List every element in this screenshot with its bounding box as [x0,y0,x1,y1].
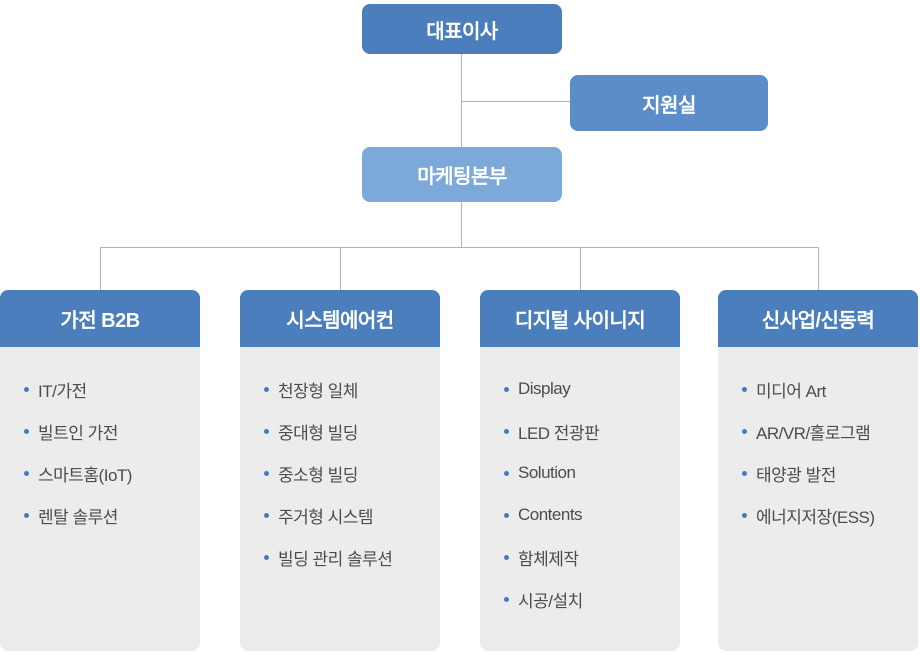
bullet-icon [264,386,269,392]
list-item: Display [504,368,672,410]
bullet-icon [264,512,269,518]
list-item: 렌탈 솔루션 [24,494,192,536]
list-item-label: 빌딩 관리 솔루션 [278,549,393,569]
list-item-label: 미디어 Art [756,381,826,401]
list-item: AR/VR/홀로그램 [742,410,910,452]
bullet-icon [742,386,747,392]
list-item-label: 함체제작 [518,549,579,569]
list-item-label: IT/가전 [38,381,87,401]
list-item-label: 빌트인 가전 [38,423,118,443]
connector-branch-support [461,101,571,102]
support-office-label: 지원실 [642,94,696,117]
list-item-label: Contents [518,505,583,524]
ceo-label: 대표이사 [426,20,498,43]
marketing-hq-label: 마케팅본부 [417,166,507,188]
list-item: LED 전광판 [504,410,672,452]
marketing-hq-node: 마케팅본부 [362,147,562,202]
list-item-label: LED 전광판 [518,423,600,443]
connector-ceo-to-marketing [461,54,462,147]
list-item-label: AR/VR/홀로그램 [756,423,871,443]
list-item-label: Solution [518,463,576,482]
dept-title: 디지털 사이니지 [514,310,646,332]
bullet-icon [742,428,747,434]
connector-drop-dept-2 [340,247,341,290]
connector-marketing-to-depts [461,202,462,247]
list-item-label: 주거형 시스템 [278,507,374,527]
list-item: 천장형 일체 [264,368,432,410]
list-item: 빌딩 관리 솔루션 [264,536,432,578]
dept-title: 가전 B2B [60,310,140,332]
bullet-icon [504,596,509,602]
list-item: Contents [504,494,672,536]
dept-column-home-appliance-b2b: 가전 B2B IT/가전 빌트인 가전 스마트홈(IoT) 렌탈 솔루션 [0,290,200,651]
list-item: 시공/설치 [504,578,672,620]
list-item: Solution [504,452,672,494]
list-item: IT/가전 [24,368,192,410]
bullet-icon [24,512,29,518]
connector-drop-dept-3 [580,247,581,290]
dept-item-list: Display LED 전광판 Solution Contents 함체제작 시… [480,347,680,651]
dept-column-system-aircon: 시스템에어컨 천장형 일체 중대형 빌딩 중소형 빌딩 주거형 시스템 빌딩 관… [240,290,440,651]
bullet-icon [24,428,29,434]
bullet-icon [24,470,29,476]
connector-drop-dept-4 [818,247,819,290]
bullet-icon [264,470,269,476]
connector-drop-dept-1 [100,247,101,290]
bullet-icon [24,386,29,392]
connector-distribution-line [100,247,819,248]
dept-item-list: 천장형 일체 중대형 빌딩 중소형 빌딩 주거형 시스템 빌딩 관리 솔루션 [240,347,440,651]
list-item-label: 태양광 발전 [756,465,836,485]
bullet-icon [504,470,509,476]
bullet-icon [742,470,747,476]
list-item-label: 스마트홈(IoT) [38,465,132,485]
dept-item-list: 미디어 Art AR/VR/홀로그램 태양광 발전 에너지저장(ESS) [718,347,918,651]
dept-header: 디지털 사이니지 [480,290,680,347]
list-item: 에너지저장(ESS) [742,494,910,536]
list-item-label: 렌탈 솔루션 [38,507,118,527]
dept-column-digital-signage: 디지털 사이니지 Display LED 전광판 Solution Conten… [480,290,680,651]
list-item-label: 중소형 빌딩 [278,465,358,485]
bullet-icon [504,386,509,392]
bullet-icon [264,554,269,560]
bullet-icon [504,554,509,560]
list-item: 함체제작 [504,536,672,578]
ceo-node: 대표이사 [362,4,562,54]
list-item: 중대형 빌딩 [264,410,432,452]
bullet-icon [264,428,269,434]
list-item: 태양광 발전 [742,452,910,494]
support-office-node: 지원실 [570,75,768,131]
list-item: 주거형 시스템 [264,494,432,536]
list-item: 중소형 빌딩 [264,452,432,494]
bullet-icon [504,428,509,434]
bullet-icon [504,512,509,518]
dept-header: 가전 B2B [0,290,200,347]
dept-item-list: IT/가전 빌트인 가전 스마트홈(IoT) 렌탈 솔루션 [0,347,200,651]
list-item-label: 중대형 빌딩 [278,423,358,443]
list-item-label: 천장형 일체 [278,381,358,401]
dept-header: 신사업/신동력 [718,290,918,347]
list-item: 스마트홈(IoT) [24,452,192,494]
list-item-label: Display [518,379,571,398]
dept-header: 시스템에어컨 [240,290,440,347]
list-item-label: 에너지저장(ESS) [756,507,875,527]
dept-title: 신사업/신동력 [761,310,875,332]
dept-column-new-business: 신사업/신동력 미디어 Art AR/VR/홀로그램 태양광 발전 에너지저장(… [718,290,918,651]
list-item: 빌트인 가전 [24,410,192,452]
list-item: 미디어 Art [742,368,910,410]
list-item-label: 시공/설치 [518,591,583,611]
dept-title: 시스템에어컨 [286,310,394,332]
bullet-icon [742,512,747,518]
